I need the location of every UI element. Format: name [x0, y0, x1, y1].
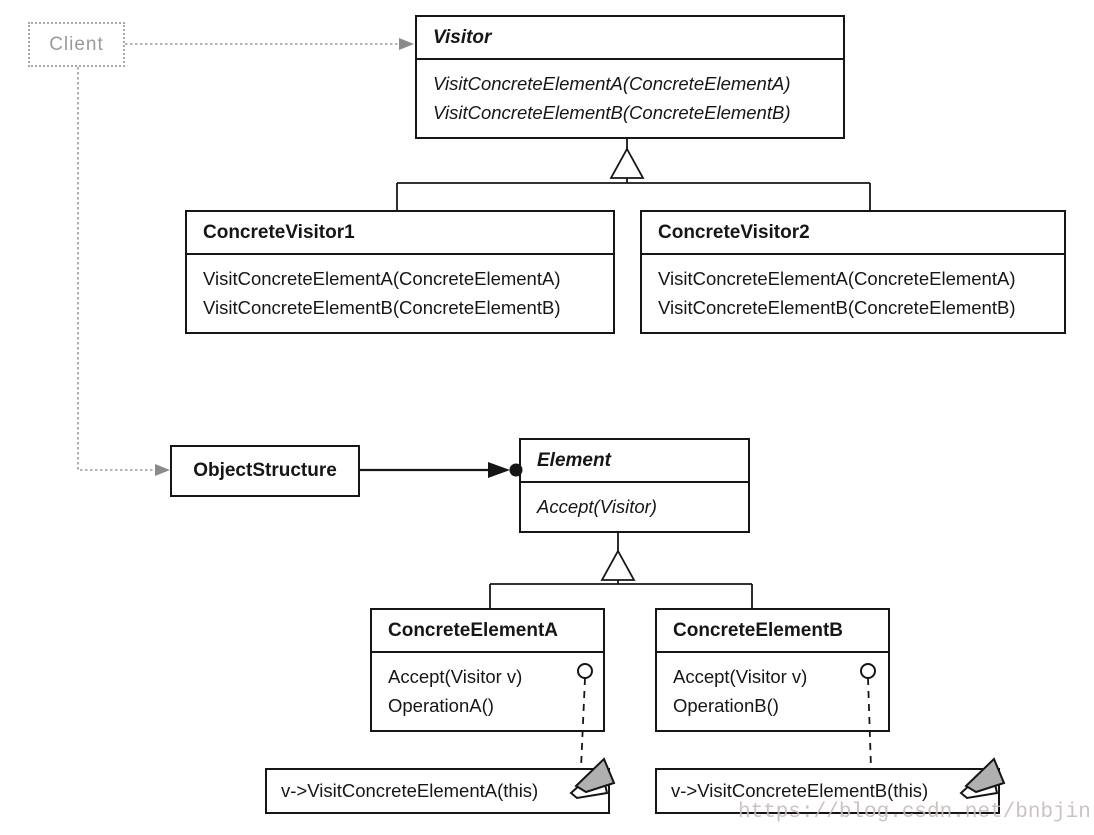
class-name-concrete-visitor1: ConcreteVisitor1 [203, 222, 355, 243]
class-box-concrete-element-b: ConcreteElementB Accept(Visitor v) Opera… [655, 608, 890, 732]
class-name-concrete-visitor2: ConcreteVisitor2 [658, 222, 810, 243]
class-methods-element: Accept(Visitor) [521, 481, 748, 531]
note-a-text: v->VisitConcreteElementA(this) [281, 780, 539, 801]
method-accept: Accept(Visitor v) [388, 666, 523, 687]
method-visit-concrete-element-a: VisitConcreteElementA(ConcreteElementA) [203, 268, 561, 289]
class-name-client: Client [49, 33, 104, 55]
class-box-object-structure: ObjectStructure [170, 445, 360, 497]
class-box-concrete-visitor2: ConcreteVisitor2 VisitConcreteElementA(C… [640, 210, 1066, 334]
note-b-text: v->VisitConcreteElementB(this) [671, 780, 929, 801]
class-box-visitor: Visitor VisitConcreteElementA(ConcreteEl… [415, 15, 845, 139]
class-name-visitor: Visitor [433, 27, 492, 48]
note-fold-icon [959, 757, 1006, 800]
client-visitor-arrowhead-icon [399, 38, 414, 50]
note-b: v->VisitConcreteElementB(this) [655, 757, 1006, 814]
inheritance-triangle-icon [600, 549, 636, 581]
class-box-concrete-visitor1: ConcreteVisitor1 VisitConcreteElementA(C… [185, 210, 615, 334]
class-box-concrete-element-a: ConcreteElementA Accept(Visitor v) Opera… [370, 608, 605, 732]
method-accept: Accept(Visitor v) [673, 666, 808, 687]
class-name-concrete-element-a: ConcreteElementA [388, 620, 558, 641]
note-a: v->VisitConcreteElementA(this) [265, 757, 616, 814]
class-methods-concrete-element-b: Accept(Visitor v) OperationB() [657, 651, 888, 730]
class-methods-concrete-visitor2: VisitConcreteElementA(ConcreteElementA) … [642, 253, 1064, 332]
method-operation-a: OperationA() [388, 695, 494, 716]
class-box-client: Client [28, 22, 125, 67]
class-methods-visitor: VisitConcreteElementA(ConcreteElementA) … [417, 58, 843, 137]
method-visit-concrete-element-b: VisitConcreteElementB(ConcreteElementB) [433, 102, 791, 123]
method-visit-concrete-element-b: VisitConcreteElementB(ConcreteElementB) [203, 297, 561, 318]
class-name-element: Element [537, 450, 611, 471]
class-name-object-structure: ObjectStructure [193, 460, 337, 481]
method-visit-concrete-element-b: VisitConcreteElementB(ConcreteElementB) [658, 297, 1016, 318]
method-visit-concrete-element-a: VisitConcreteElementA(ConcreteElementA) [433, 73, 791, 94]
method-accept: Accept(Visitor) [537, 496, 657, 517]
class-methods-concrete-visitor1: VisitConcreteElementA(ConcreteElementA) … [187, 253, 613, 332]
method-operation-b: OperationB() [673, 695, 779, 716]
watermark-text: https://blog.csdn.net/bnbjin [738, 801, 1091, 824]
client-objectstructure-dashed-line [77, 67, 156, 471]
inheritance-triangle-icon [609, 147, 645, 179]
method-visit-concrete-element-a: VisitConcreteElementA(ConcreteElementA) [658, 268, 1016, 289]
client-objectstructure-arrowhead-icon [155, 464, 170, 476]
class-box-element: Element Accept(Visitor) [519, 438, 750, 533]
class-methods-concrete-element-a: Accept(Visitor v) OperationA() [372, 651, 603, 730]
aggregation-arrowhead-icon [488, 462, 510, 478]
note-fold-icon [569, 757, 616, 800]
class-name-concrete-element-b: ConcreteElementB [673, 620, 843, 641]
